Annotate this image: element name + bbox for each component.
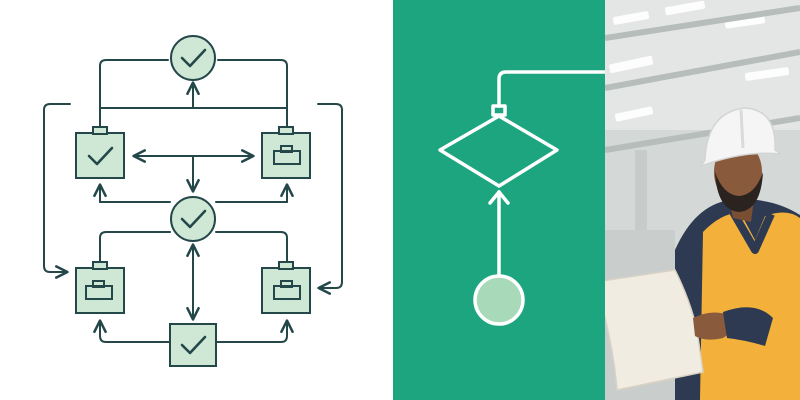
connector-lower-left [99,231,171,263]
check-box-icon [169,323,217,367]
connector-top [497,70,605,108]
outer-loop-right [317,103,343,295]
outer-loop-left [43,103,71,279]
check-circle-icon [170,196,216,242]
workflow-diagram-panel [0,0,393,400]
connector-bottom-right [215,319,294,343]
workflow-diagram [43,35,343,367]
worker-photo [605,0,800,400]
clipboard-paper [605,269,704,391]
worker-photo-illustration [605,0,800,400]
connector-lower-right [215,231,288,263]
folder-box-icon [75,261,125,314]
decision-diagram [393,0,605,400]
safety-vest [700,212,800,400]
connector-bottom-left [93,319,171,343]
ceiling-lights [609,0,790,122]
start-circle-icon [473,274,525,326]
connector-top-left [99,59,169,134]
check-circle-icon [170,35,216,81]
worker-hand [693,312,733,340]
decision-panel [393,0,605,400]
check-box-icon [75,126,125,179]
decision-diamond-icon [438,114,559,188]
folder-box-icon [261,261,311,314]
connector-top-right [217,59,288,134]
folder-box-icon [261,126,311,179]
worker-beard [715,172,763,212]
